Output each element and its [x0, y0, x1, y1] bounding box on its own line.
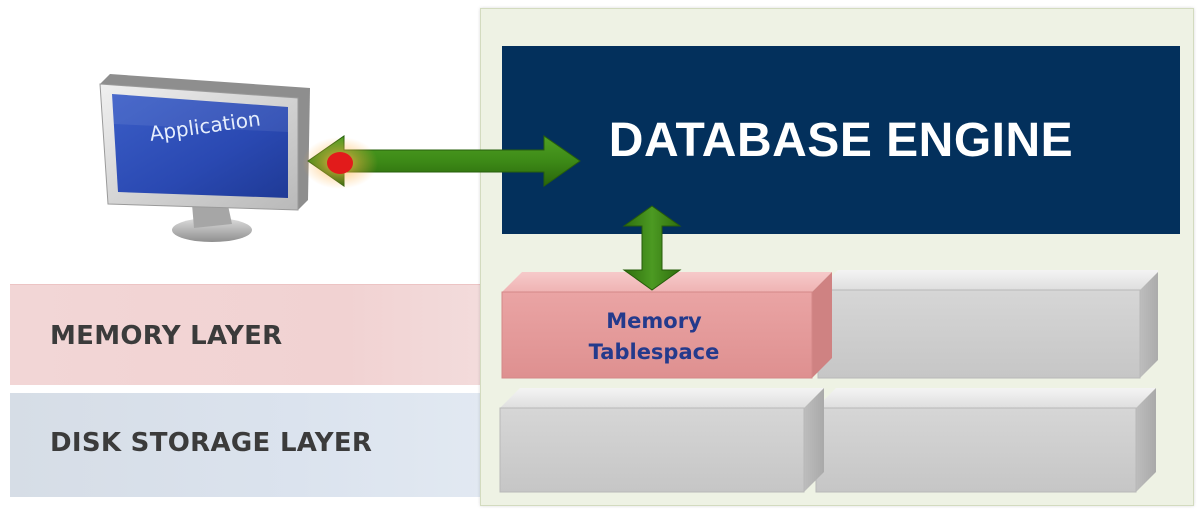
storage-block-bottom-right	[815, 388, 1156, 493]
memory-tablespace-line-2: Tablespace	[588, 340, 720, 364]
disk-storage-layer-label: DISK STORAGE LAYER	[50, 428, 373, 458]
memory-layer-band: MEMORY LAYER	[10, 284, 488, 385]
memory-layer-label: MEMORY LAYER	[50, 321, 283, 351]
memory-tablespace-label: Memory Tablespace	[502, 306, 806, 368]
tablespace-blocks	[499, 270, 1158, 493]
engine-memory-double-arrow	[622, 205, 682, 291]
disk-storage-layer-band: DISK STORAGE LAYER	[10, 393, 488, 497]
storage-block-top-right	[817, 270, 1158, 379]
connection-endpoint-dot	[302, 137, 378, 189]
database-engine-title: DATABASE ENGINE	[608, 113, 1074, 167]
storage-block-bottom-left	[499, 388, 824, 493]
database-engine-box: DATABASE ENGINE	[502, 46, 1180, 234]
application-monitor-icon	[99, 74, 310, 242]
memory-tablespace-block	[501, 272, 832, 379]
memory-tablespace-line-1: Memory	[606, 309, 702, 333]
